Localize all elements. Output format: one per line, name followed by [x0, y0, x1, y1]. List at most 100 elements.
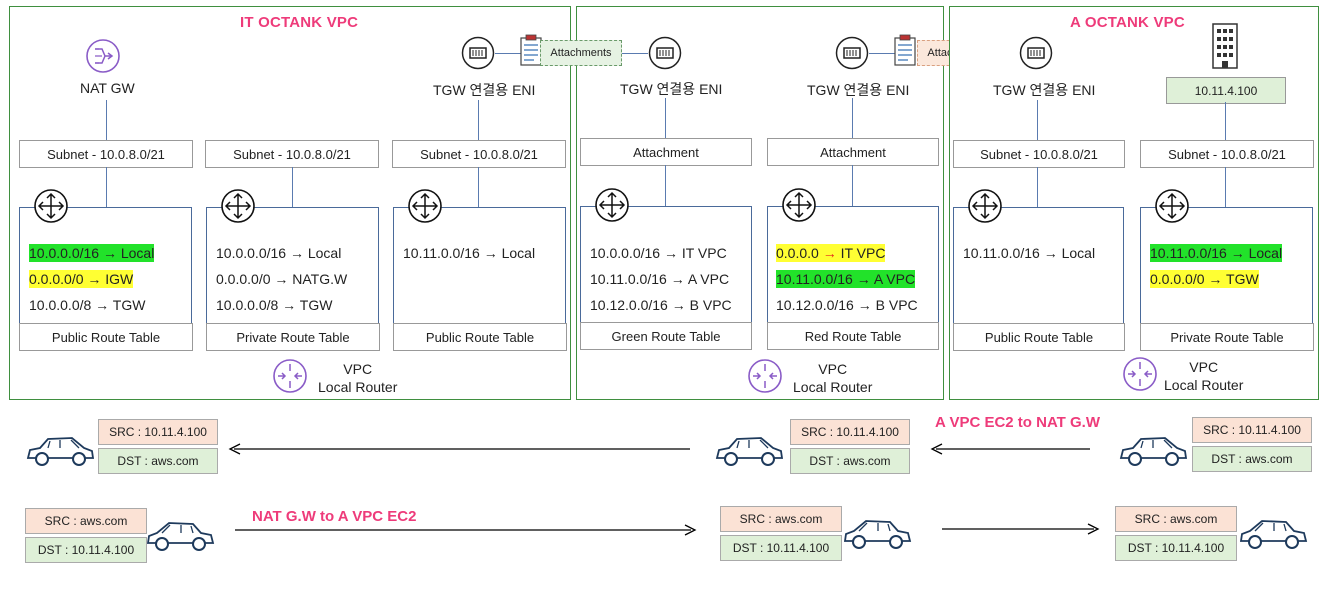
packet-dst: DST : 10.11.4.100 [1115, 535, 1237, 561]
route-entry: 10.11.0.0/16 → A VPC [776, 270, 916, 288]
it-route-table-name: Private Route Table [206, 323, 380, 351]
nat-gw-label: NAT GW [80, 80, 135, 96]
route-text: 0.0.0.0 → IT VPC [776, 245, 886, 261]
tgw-route-table-name: Red Route Table [767, 322, 939, 350]
nat-gateway-icon [86, 39, 120, 73]
green-route-table [580, 206, 752, 324]
router-icon [34, 189, 68, 223]
outbound-flow-title: A VPC EC2 to NAT G.W [935, 414, 1100, 431]
packet-src: SRC : 10.11.4.100 [98, 419, 218, 445]
a-eni-label: TGW 연결용 ENI [993, 82, 1096, 98]
connector [869, 53, 897, 54]
route-entry: 10.0.0.0/16 → IT VPC [590, 245, 727, 261]
car-icon [1119, 437, 1188, 466]
connector [478, 167, 479, 207]
arrow-right [942, 523, 1100, 535]
it-route-table-3 [393, 207, 566, 325]
router-icon [1155, 189, 1189, 223]
arrow-left [228, 443, 690, 455]
connector [1037, 100, 1038, 140]
a-route-table-2 [1140, 207, 1313, 325]
it-vpc-title: IT OCTANK VPC [240, 14, 359, 31]
arrow-left [930, 443, 1090, 455]
eni-icon [835, 36, 869, 70]
vpc-router-icon [748, 359, 782, 393]
connector [1225, 102, 1226, 140]
it-route-table-name: Public Route Table [393, 323, 567, 351]
a-route-table-name: Private Route Table [1140, 323, 1314, 351]
packet-dst: DST : aws.com [1192, 446, 1312, 472]
connector [852, 165, 853, 207]
car-icon [843, 520, 912, 549]
router-icon [968, 189, 1002, 223]
route-entry: 10.11.0.0/16 → A VPC [590, 271, 730, 287]
it-eni-label: TGW 연결용 ENI [433, 82, 536, 98]
route-entry: 0.0.0.0 → IT VPC [776, 244, 886, 262]
arrow-right [235, 524, 697, 536]
route-entry: 10.11.0.0/16 → Local [403, 245, 536, 261]
route-entry: 0.0.0.0/0 → IGW [29, 270, 134, 288]
it-subnet-1: Subnet - 10.0.8.0/21 [19, 140, 193, 168]
building-icon [1212, 23, 1238, 69]
packet-dst: DST : 10.11.4.100 [720, 535, 842, 561]
packet-src: SRC : aws.com [1115, 506, 1237, 532]
connector [478, 100, 479, 140]
router-icon [221, 189, 255, 223]
route-entry: 10.12.0.0/16 → B VPC [590, 297, 732, 313]
it-route-table-name: Public Route Table [19, 323, 193, 351]
a-route-table-1 [953, 207, 1124, 325]
red-route-table [767, 206, 939, 324]
connector [106, 167, 107, 207]
packet-src: SRC : aws.com [720, 506, 842, 532]
packet-src: SRC : 10.11.4.100 [1192, 417, 1312, 443]
route-entry: 10.0.0.0/16 → Local [216, 245, 342, 261]
it-router-label: VPC Local Router [318, 361, 398, 395]
route-entry: 10.12.0.0/16 → B VPC [776, 297, 918, 313]
vpc-router-icon [1123, 357, 1157, 391]
tgw-router-label: VPC Local Router [793, 361, 873, 395]
inbound-flow-title: NAT G.W to A VPC EC2 [252, 508, 417, 525]
connector [106, 100, 107, 140]
route-entry: 0.0.0.0/0 → TGW [1150, 270, 1259, 288]
it-subnet-2: Subnet - 10.0.8.0/21 [205, 140, 379, 168]
a-route-table-name: Public Route Table [953, 323, 1125, 351]
it-subnet-3: Subnet - 10.0.8.0/21 [392, 140, 566, 168]
packet-dst: DST : aws.com [98, 448, 218, 474]
connector [618, 53, 648, 54]
connector [665, 98, 666, 138]
route-entry: 0.0.0.0/0 → NATG.W [216, 271, 348, 287]
host-ip-box: 10.11.4.100 [1166, 77, 1286, 104]
attachments-doc-icon [894, 34, 916, 66]
attachments-box: Attachments [540, 40, 622, 66]
it-route-table-1 [19, 207, 192, 325]
a-vpc-title: A OCTANK VPC [1070, 14, 1185, 31]
connector [1037, 167, 1038, 207]
tgw-route-table-name: Green Route Table [580, 322, 752, 350]
car-icon [1239, 520, 1308, 549]
connector [495, 53, 523, 54]
packet-src: SRC : 10.11.4.100 [790, 419, 910, 445]
tgw-attachment-2: Attachment [767, 138, 939, 166]
packet-dst: DST : aws.com [790, 448, 910, 474]
tgw-eni-label-2: TGW 연결용 ENI [807, 82, 910, 98]
tgw-eni-label: TGW 연결용 ENI [620, 81, 723, 97]
router-icon [782, 188, 816, 222]
a-router-label: VPC Local Router [1164, 359, 1244, 393]
connector [1225, 167, 1226, 207]
connector [665, 165, 666, 207]
router-icon [595, 188, 629, 222]
car-icon [715, 437, 784, 466]
route-entry: 10.11.0.0/16 → Local [963, 245, 1096, 261]
a-subnet-2: Subnet - 10.0.8.0/21 [1140, 140, 1314, 168]
a-subnet-1: Subnet - 10.0.8.0/21 [953, 140, 1125, 168]
router-icon [408, 189, 442, 223]
tgw-attachment-1: Attachment [580, 138, 752, 166]
route-entry: 10.0.0.0/8 → TGW [216, 297, 333, 313]
packet-src: SRC : aws.com [25, 508, 147, 534]
packet-dst: DST : 10.11.4.100 [25, 537, 147, 563]
eni-icon [1019, 36, 1053, 70]
eni-icon [461, 36, 495, 70]
connector [852, 98, 853, 138]
route-entry: 10.11.0.0/16 → Local [1150, 244, 1283, 262]
eni-icon [648, 36, 682, 70]
